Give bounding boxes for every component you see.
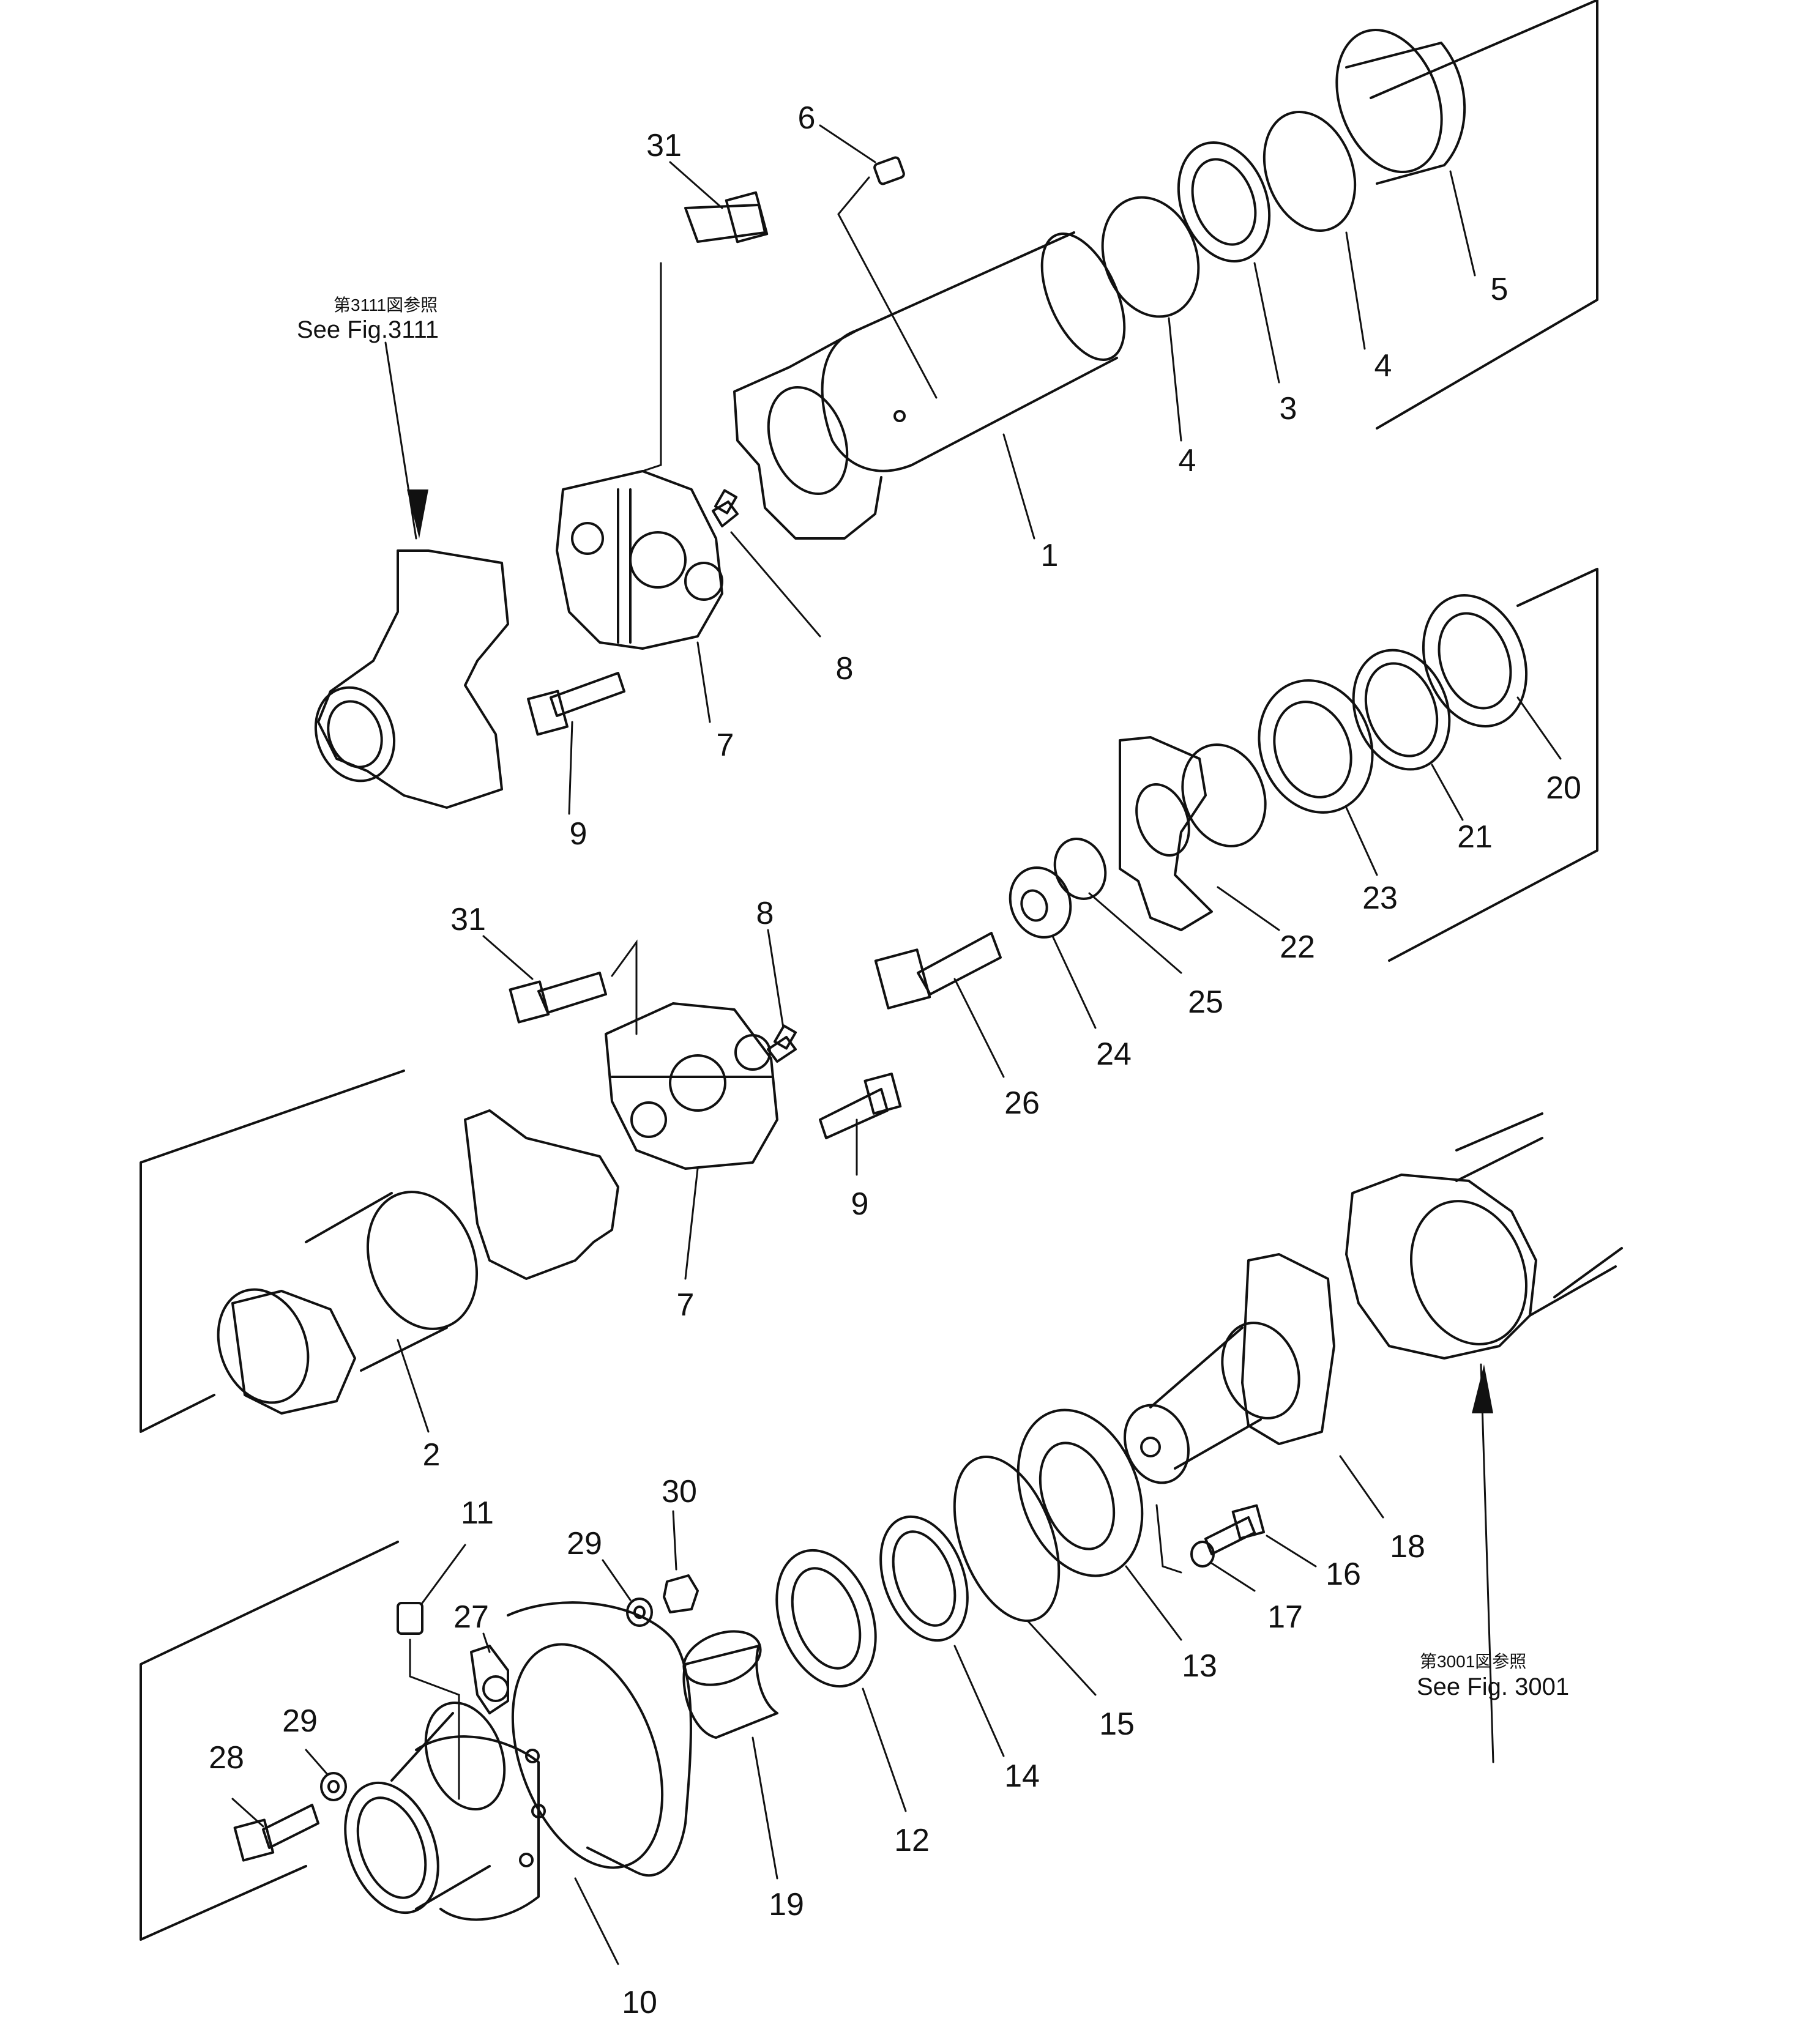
callout-17: 17 — [1267, 1599, 1303, 1635]
part-28-bolt — [233, 1804, 319, 1862]
callout-26: 26 — [1004, 1085, 1040, 1121]
callout-31-middle: 31 — [450, 902, 486, 937]
callout-29-lower: 29 — [282, 1703, 318, 1739]
callout-8-middle: 8 — [756, 896, 774, 931]
group-brackets — [140, 0, 1623, 1941]
callout-numbers: 31 6 5 4 3 4 1 8 7 9 20 21 23 22 25 24 2… — [209, 100, 1581, 2020]
part-7-ujoint-upper — [556, 470, 723, 650]
callout-24: 24 — [1096, 1036, 1132, 1072]
callout-27: 27 — [453, 1599, 489, 1635]
callout-23: 23 — [1362, 880, 1398, 916]
callout-20: 20 — [1546, 770, 1581, 806]
bolts-upper — [527, 191, 769, 736]
callout-13: 13 — [1182, 1648, 1217, 1684]
callout-9-middle: 9 — [851, 1186, 869, 1222]
callout-7-middle: 7 — [677, 1287, 695, 1323]
callout-7-upper: 7 — [717, 727, 734, 763]
part-8-nipple-upper — [712, 489, 739, 527]
parts-12-14-15-19 — [682, 1455, 1061, 1739]
callout-6: 6 — [798, 100, 816, 136]
callout-1: 1 — [1041, 538, 1059, 573]
reference-fig-3111-en: See Fig.3111 — [297, 316, 439, 343]
part-8-nipple-middle — [767, 1024, 797, 1063]
part-1-tube — [733, 231, 1126, 540]
callout-19: 19 — [769, 1887, 804, 1922]
reference-fig-3001: 第3001図参照 See Fig. 3001 — [1417, 1652, 1569, 1700]
part-13-retainer — [1016, 1408, 1182, 1577]
callout-10: 10 — [622, 1985, 657, 2020]
part-7-ujoint-middle — [605, 1002, 778, 1170]
part-10-housing — [344, 1601, 692, 1921]
callout-5: 5 — [1491, 272, 1509, 307]
callout-11: 11 — [461, 1495, 494, 1531]
reference-fig-3111: 第3111図参照 See Fig.3111 — [297, 296, 439, 343]
parts-3-4-5-rings — [1101, 28, 1466, 318]
callout-3: 3 — [1280, 391, 1297, 426]
callout-21: 21 — [1457, 819, 1493, 855]
flange-yoke-upper — [314, 341, 509, 809]
callout-25: 25 — [1188, 984, 1223, 1020]
callout-28: 28 — [209, 1740, 244, 1776]
callout-18: 18 — [1390, 1529, 1425, 1564]
reference-fig-3001-en: See Fig. 3001 — [1417, 1673, 1569, 1700]
part-2-shaft — [217, 1109, 619, 1415]
reference-fig-3001-ja: 第3001図参照 — [1420, 1652, 1526, 1671]
callout-4-left: 4 — [1179, 443, 1196, 478]
callout-30: 30 — [662, 1474, 697, 1509]
parts-20-21-23-bearings — [1258, 594, 1528, 814]
callout-31-upper: 31 — [646, 128, 682, 163]
callout-8-upper: 8 — [836, 651, 854, 686]
callout-16: 16 — [1326, 1557, 1361, 1592]
parts-11-27-29-30 — [320, 1574, 699, 1801]
callout-15: 15 — [1099, 1706, 1135, 1742]
callout-4-right: 4 — [1374, 348, 1392, 384]
part-18-flange-shaft — [1124, 1253, 1335, 1484]
callout-14: 14 — [1004, 1758, 1040, 1794]
leader-lines — [231, 124, 1562, 1965]
part-6-fitting — [837, 156, 938, 399]
callout-29-upper: 29 — [567, 1526, 602, 1561]
callout-12: 12 — [894, 1823, 930, 1858]
parts-24-25-26 — [874, 838, 1107, 1010]
callout-9-upper: 9 — [570, 816, 587, 852]
part-22-yoke — [1119, 736, 1267, 931]
parts-16-17 — [1190, 1504, 1266, 1568]
transmission-yoke-lower — [1345, 1137, 1617, 1763]
callout-22: 22 — [1280, 929, 1315, 965]
bolts-middle — [509, 939, 902, 1139]
callout-2: 2 — [423, 1437, 441, 1473]
reference-fig-3111-ja: 第3111図参照 — [334, 296, 438, 314]
